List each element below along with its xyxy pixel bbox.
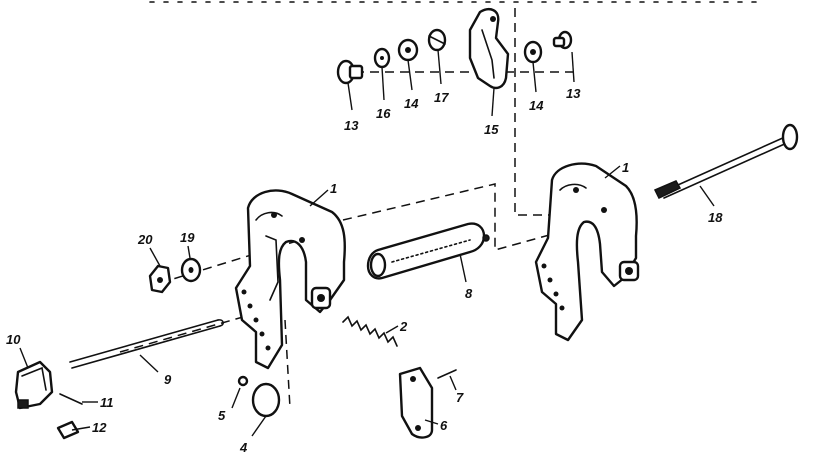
label-part-15: 15 bbox=[484, 122, 499, 137]
part-8-swivel-tube bbox=[366, 222, 490, 280]
part-6-lever bbox=[398, 366, 434, 439]
label-part-2: 2 bbox=[399, 319, 408, 334]
part-1-right-clamp-bracket bbox=[534, 162, 640, 342]
part-14-washer-left bbox=[397, 38, 419, 62]
label-part-14-left: 14 bbox=[404, 96, 419, 111]
label-part-11: 11 bbox=[100, 395, 114, 410]
part-17-spring-clip bbox=[427, 28, 447, 52]
label-part-4: 4 bbox=[239, 440, 248, 455]
label-part-13-right: 13 bbox=[566, 86, 581, 101]
label-part-6: 6 bbox=[440, 418, 448, 433]
label-part-7: 7 bbox=[456, 390, 464, 405]
leader-lines bbox=[19, 49, 715, 437]
part-13-knob-right bbox=[552, 30, 573, 50]
label-part-19: 19 bbox=[180, 230, 195, 245]
label-part-9: 9 bbox=[164, 372, 172, 387]
part-13-knob-left bbox=[336, 59, 364, 85]
part-18-bolt bbox=[653, 123, 799, 199]
part-20-nut bbox=[148, 264, 172, 294]
part-10-bracket-block bbox=[14, 360, 54, 410]
part-7-pin bbox=[437, 369, 457, 379]
label-part-18: 18 bbox=[708, 210, 723, 225]
part-2-spring bbox=[342, 315, 398, 347]
part-5-screw bbox=[237, 375, 249, 387]
part-14-washer-right bbox=[523, 40, 543, 64]
part-labels: 1 1 2 4 5 6 7 8 9 10 11 12 13 13 14 14 1… bbox=[6, 86, 723, 455]
label-part-17: 17 bbox=[434, 90, 449, 105]
part-11-pin bbox=[59, 393, 83, 405]
part-4-disc bbox=[251, 382, 281, 418]
part-16-washer bbox=[373, 47, 391, 69]
label-part-12: 12 bbox=[92, 420, 107, 435]
part-15-tilt-plate bbox=[468, 8, 510, 90]
label-part-14-right: 14 bbox=[529, 98, 544, 113]
part-19-washer bbox=[180, 257, 202, 283]
label-part-5: 5 bbox=[218, 408, 226, 423]
label-part-8: 8 bbox=[465, 286, 473, 301]
part-9-rod bbox=[69, 319, 224, 369]
label-part-1-left: 1 bbox=[330, 181, 337, 196]
label-part-1-right: 1 bbox=[622, 160, 629, 175]
label-part-13-left: 13 bbox=[344, 118, 359, 133]
label-part-20: 20 bbox=[137, 232, 153, 247]
part-1-left-clamp-bracket bbox=[234, 189, 346, 370]
label-part-10: 10 bbox=[6, 332, 21, 347]
part-12-clip bbox=[56, 420, 80, 440]
label-part-16: 16 bbox=[376, 106, 391, 121]
